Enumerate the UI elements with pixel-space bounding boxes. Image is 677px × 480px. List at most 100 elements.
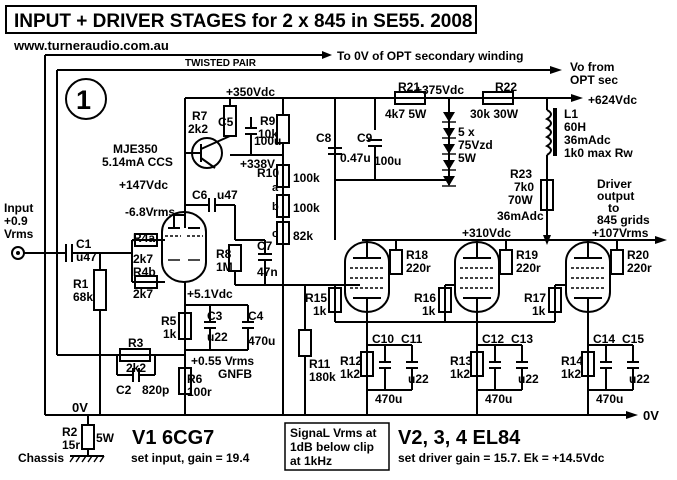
c1-label: C1 xyxy=(76,237,92,251)
r10-label: R10 xyxy=(257,166,279,180)
r12-value: 1k2 xyxy=(340,367,360,381)
v2-cathode-network xyxy=(360,344,418,391)
stage-number: 1 xyxy=(76,85,91,115)
signal-note-2: 1dB below clip xyxy=(290,440,374,454)
c9-label: C9 xyxy=(357,131,373,145)
vo-label-2: OPT sec xyxy=(570,73,618,87)
r16-value: 1k xyxy=(422,304,436,318)
r23-value: 7k0 xyxy=(514,180,534,194)
c5-label: C5 xyxy=(218,115,234,129)
zener-voltage: 75Vzd xyxy=(458,138,493,152)
resistor-r4a xyxy=(134,233,158,247)
vo-label-1: Vo from xyxy=(570,60,614,74)
c7-label: C7 xyxy=(257,239,273,253)
resistor-r4b xyxy=(134,275,158,289)
capacitor-c8 xyxy=(328,147,342,155)
rail-375: +375Vdc xyxy=(415,83,464,97)
c12-label: C12 xyxy=(482,332,504,346)
l1-name: L1 xyxy=(564,107,578,121)
l1-inductance: 60H xyxy=(564,120,586,134)
gnfb-label: GNFB xyxy=(218,367,252,381)
r11-label: R11 xyxy=(309,357,331,371)
resistor-r17 xyxy=(548,287,562,313)
capacitor-c7 xyxy=(234,240,360,286)
r10b-value: 100k xyxy=(293,201,320,215)
r12-label: R12 xyxy=(340,354,362,368)
input-jack-center xyxy=(16,251,20,255)
r14-label: R14 xyxy=(561,354,583,368)
website-link[interactable]: www.turneraudio.com.au xyxy=(13,38,169,53)
r15-label: R15 xyxy=(305,291,327,305)
r19-value: 220r xyxy=(516,261,541,275)
c10-label: C10 xyxy=(372,332,394,346)
r10c-tag: c xyxy=(272,228,278,240)
c15-label: C15 xyxy=(622,332,644,346)
resistor-r10c xyxy=(276,221,290,245)
r10b-tag: b xyxy=(272,201,279,213)
to-opt-label: To 0V of OPT secondary winding xyxy=(337,49,523,63)
v234-title: V2, 3, 4 EL84 xyxy=(398,427,521,449)
c12-value: 470u xyxy=(485,392,512,406)
r10c-value: 82k xyxy=(293,229,313,243)
c4-label: C4 xyxy=(248,309,264,323)
r13-label: R13 xyxy=(450,354,472,368)
c9-value: 100u xyxy=(374,154,401,168)
driver-label-3: to xyxy=(608,201,619,215)
c3-label: C3 xyxy=(207,309,223,323)
title-box xyxy=(5,5,477,34)
v1-note: set input, gain = 19.4 xyxy=(131,451,250,465)
c8-value: 0.47u xyxy=(340,151,371,165)
resistor-r20 xyxy=(610,249,624,275)
ov-left-label: 0V xyxy=(72,400,88,415)
l1-current: 36mAdc xyxy=(564,133,611,147)
ov-right-label: 0V xyxy=(643,408,659,423)
r4b-label: R4b xyxy=(133,265,156,279)
c11-label: C11 xyxy=(401,332,423,346)
c1-value: u47 xyxy=(76,250,97,264)
tube-v4 xyxy=(565,240,611,415)
rail-310: +310Vdc xyxy=(462,226,511,240)
resistor-r5 xyxy=(178,312,192,340)
r23-power: 70W xyxy=(508,193,533,207)
twisted-pair-label: TWISTED PAIR xyxy=(185,58,257,69)
v234-note: set driver gain = 15.7. Ek = +14.5Vdc xyxy=(398,451,605,465)
c2-value: 820p xyxy=(142,383,169,397)
r4b-value: 2k7 xyxy=(133,287,153,301)
signal-note-box xyxy=(284,422,390,471)
input-label-3: Vrms xyxy=(4,227,34,241)
c10-value: 470u xyxy=(375,392,402,406)
chassis-label: Chassis xyxy=(18,451,64,465)
capacitor-c5 xyxy=(245,117,257,155)
r11-value: 180k xyxy=(309,370,336,384)
r2-value: 15r xyxy=(62,438,80,452)
capacitor-c6 xyxy=(185,198,236,240)
resistor-r21 xyxy=(394,91,426,105)
r21-value: 4k7 5W xyxy=(385,107,427,121)
r7-value: 2k2 xyxy=(188,122,208,136)
c7-value: 47n xyxy=(257,265,278,279)
page-title: INPUT + DRIVER STAGES for 2 x 845 in SE5… xyxy=(14,11,472,32)
resistor-r1 xyxy=(93,269,107,311)
r21-label: R21 xyxy=(398,80,420,94)
c2-label: C2 xyxy=(116,383,132,397)
l1-resistance: 1k0 max Rw xyxy=(564,146,633,160)
resistor-r10b xyxy=(276,194,290,218)
ccs-label: 5.14mA CCS xyxy=(102,155,173,169)
c6-label: C6 xyxy=(192,188,208,202)
r3-label: R3 xyxy=(128,336,144,350)
capacitor-c9 xyxy=(335,139,449,181)
resistor-r15 xyxy=(328,287,342,313)
r20-label: R20 xyxy=(627,248,649,262)
c6-value: u47 xyxy=(217,188,238,202)
r9-label: R9 xyxy=(260,114,276,128)
zener-power: 5W xyxy=(458,151,477,165)
r17-value: 1k xyxy=(532,304,546,318)
current-36ma: 36mAdc xyxy=(497,209,544,223)
r2-power: 5W xyxy=(96,431,115,445)
r18-value: 220r xyxy=(406,261,431,275)
neg-68-vrms: -6.8Vrms xyxy=(125,205,175,219)
r9-value: 10k xyxy=(258,127,278,141)
r2-label: R2 xyxy=(62,425,78,439)
r5-value: 1k xyxy=(163,327,177,341)
